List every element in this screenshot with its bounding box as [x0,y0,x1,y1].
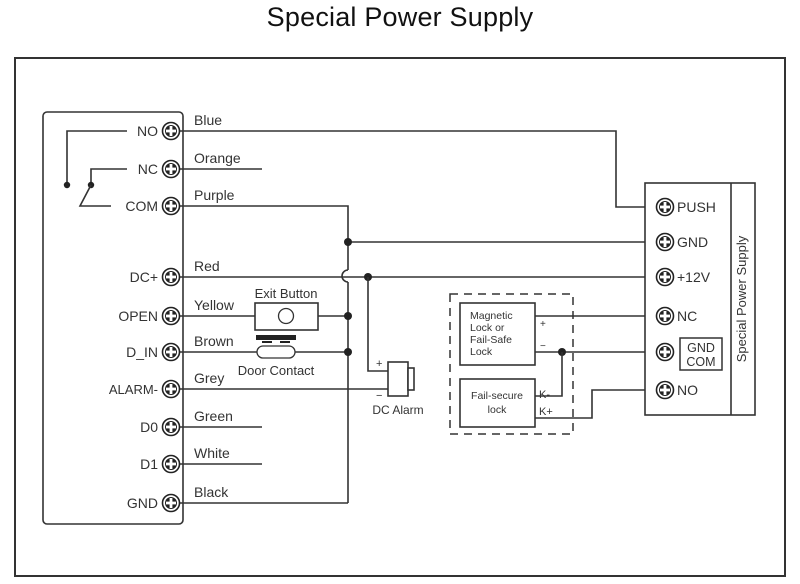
psu-terminal-label: NC [677,308,697,324]
terminal-label: COM [125,198,158,214]
wires [180,130,660,504]
screw-terminal-icon [161,267,181,287]
wire-purple [180,205,349,270]
screw-terminal-icon [161,196,181,216]
wire-color-label: Grey [194,370,224,386]
terminal-label: NO [137,123,158,139]
dc-alarm: + − DC Alarm [372,358,423,417]
screw-terminal-icon [161,306,181,326]
wire-color-label: Brown [194,333,234,349]
terminal-label: D0 [140,419,158,435]
screw-terminal-icon [655,267,675,287]
outer-frame [14,57,786,577]
diagram-title: Special Power Supply [266,2,534,32]
wire-color-label: Purple [194,187,235,203]
screw-terminal-icon [161,379,181,399]
screw-terminal-icon [655,197,675,217]
svg-text:COM: COM [686,355,715,369]
controller-box [42,111,184,525]
terminal-label: D1 [140,456,158,472]
svg-text:GND: GND [687,341,715,355]
exit-button: Exit Button [254,286,319,331]
svg-text:−: − [540,341,546,352]
exit-button-label: Exit Button [255,286,318,301]
screw-terminal-icon [655,306,675,326]
svg-text:+: + [540,319,546,330]
screw-terminal-icon [161,121,181,141]
svg-text:−: − [376,390,382,402]
fail-secure-lock: Fail-secure lock K- K+ [459,378,553,428]
power-supply-title: Special Power Supply [734,235,749,362]
terminal-label: ALARM- [109,382,158,397]
wire-color-label: Blue [194,112,222,128]
wire-blue [180,130,660,208]
screw-terminal-icon [655,232,675,252]
screw-terminal-icon [655,380,675,400]
screw-terminal-icon [161,493,181,513]
psu-terminal-label: NO [677,382,698,398]
dc-alarm-label: DC Alarm [372,403,423,417]
terminal-label: OPEN [118,308,158,324]
terminal-label: DC+ [130,269,158,285]
svg-text:lock: lock [488,404,507,416]
svg-text:Fail-secure: Fail-secure [471,390,523,402]
psu-terminal-label: +12V [677,269,711,285]
screw-terminal-icon [161,417,181,437]
magnetic-lock: Magnetic Lock or Fail-Safe Lock + − [459,302,546,366]
screw-terminal-icon [161,159,181,179]
door-contact: Door Contact [238,335,315,378]
svg-text:K+: K+ [539,406,553,418]
wire-color-label: Yellow [194,297,235,313]
door-contact-label: Door Contact [238,363,315,378]
power-supply-terminals: PUSH GND +12V NC NO [655,197,716,400]
terminal-label: D_IN [126,344,158,360]
relay-symbol [63,130,127,207]
svg-text:+: + [376,358,382,370]
wire-color-label: Black [194,484,229,500]
screw-terminal-icon [161,342,181,362]
power-supply: Special Power Supply GND COM [644,182,756,416]
wire-color-label: Green [194,408,233,424]
magnetic-lock-label: Magnetic Lock or Fail-Safe Lock [470,310,516,358]
terminal-label: GND [127,495,158,511]
wire-color-label: White [194,445,230,461]
wire-color-label: Red [194,258,220,274]
screw-terminal-icon [161,454,181,474]
wire-color-label: Orange [194,150,241,166]
lock-options-group [449,293,574,435]
screw-terminal-icon [655,342,675,362]
terminal-label: NC [138,161,158,177]
psu-terminal-label: PUSH [677,199,716,215]
svg-text:K-: K- [539,389,550,401]
gnd-com-box [679,337,723,371]
psu-terminal-label: GND [677,234,708,250]
